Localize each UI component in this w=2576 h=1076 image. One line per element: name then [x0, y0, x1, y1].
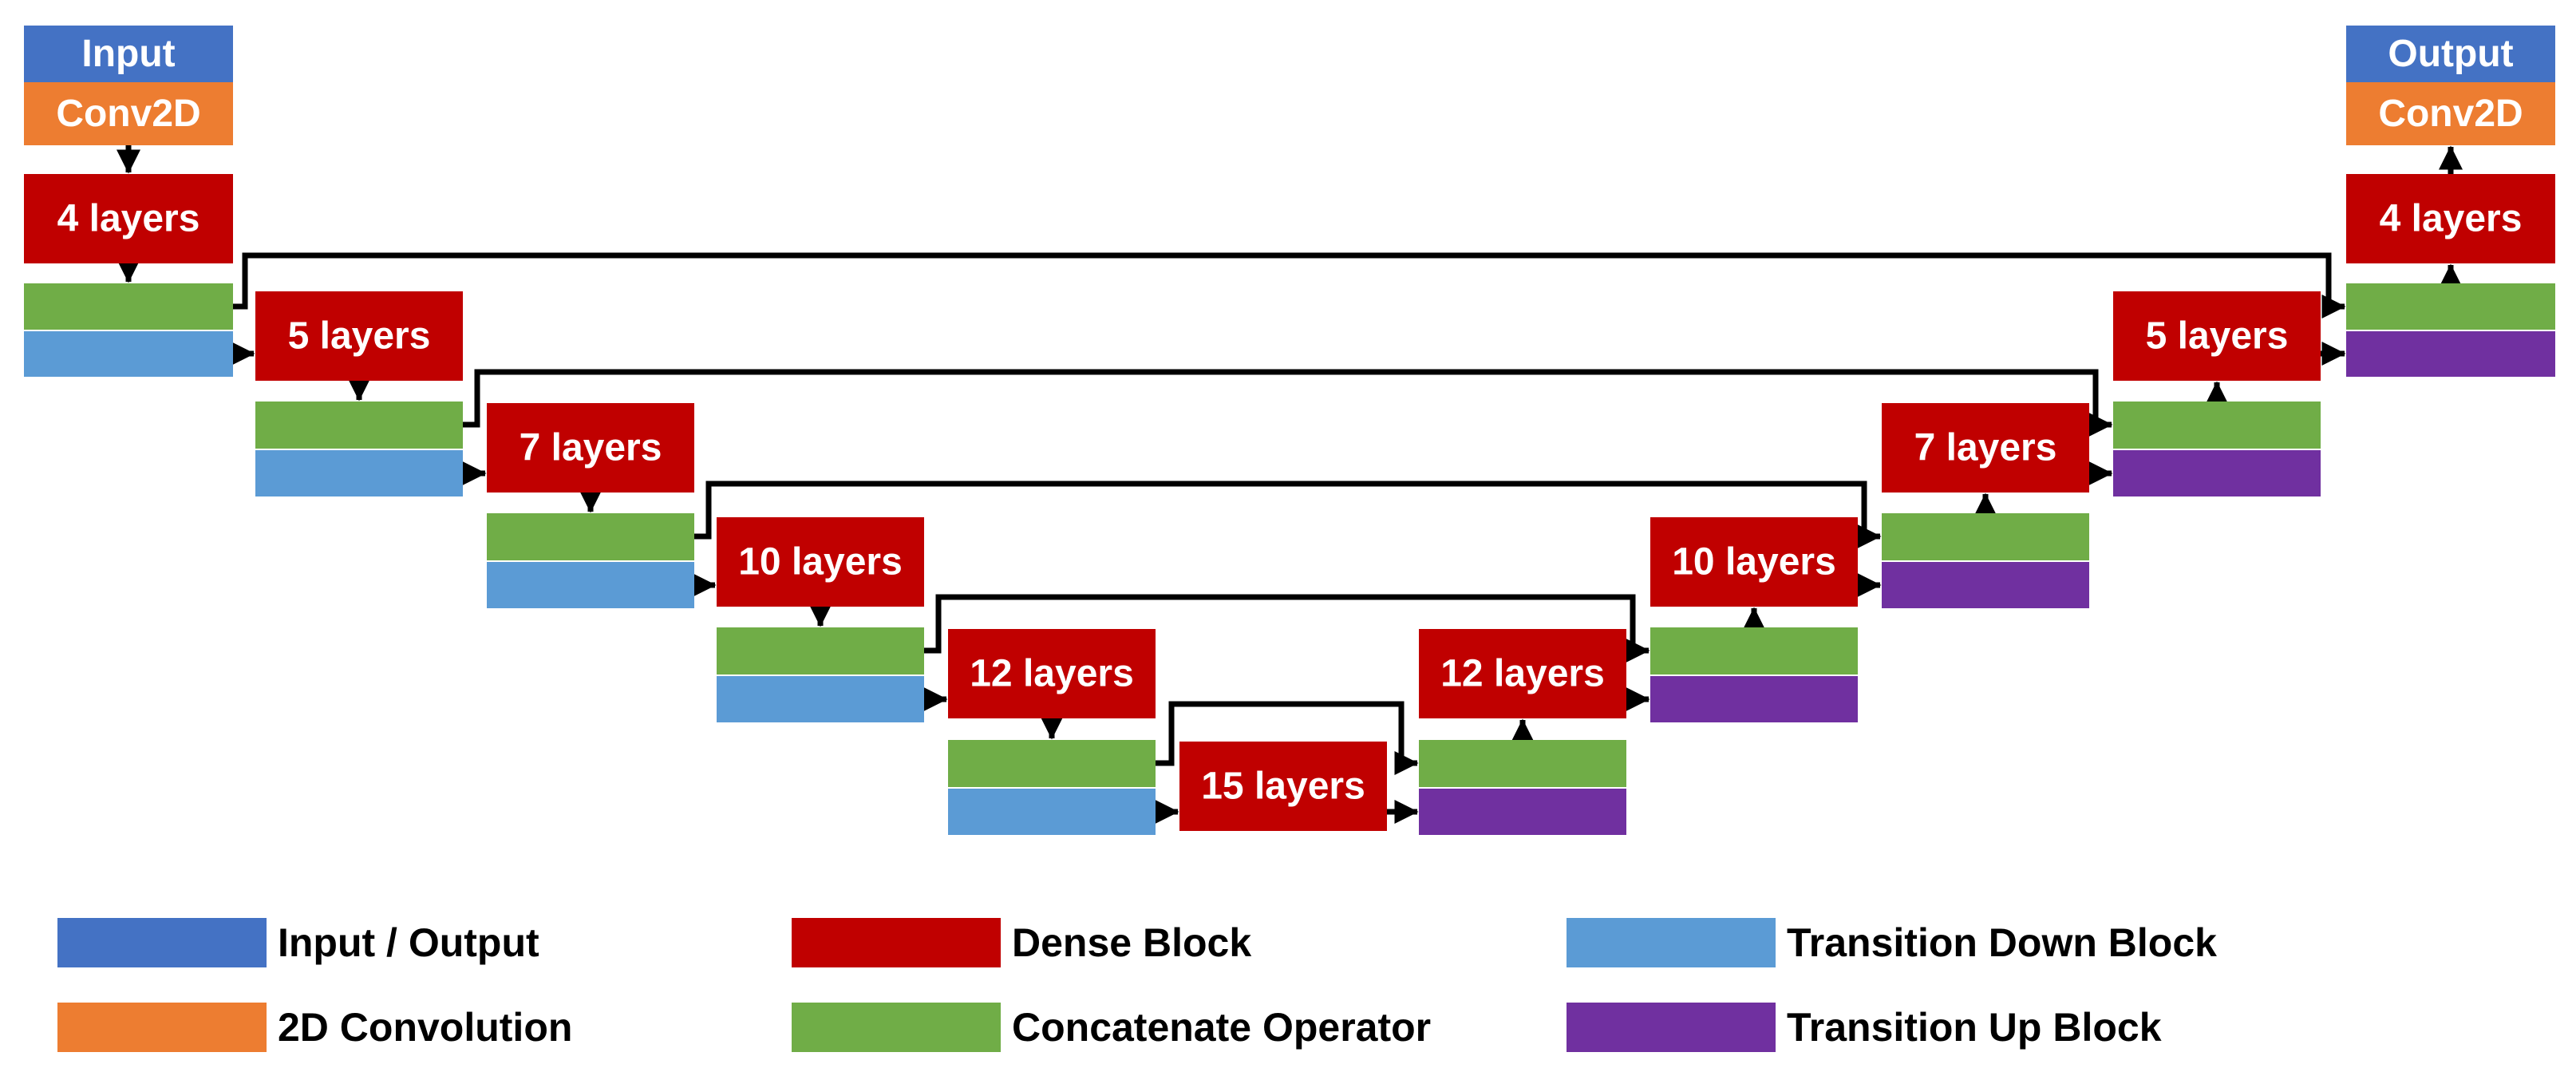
legend-transition-up-swatch — [1567, 1003, 1776, 1052]
concat-right-0 — [2346, 283, 2555, 330]
concat-left-4 — [948, 740, 1156, 787]
transition-down-0 — [24, 331, 233, 377]
legend-transition-down-swatch — [1567, 918, 1776, 967]
concat-right-4 — [1419, 740, 1626, 787]
concat-right-2 — [1882, 513, 2089, 560]
skip-connection-level-2 — [694, 481, 1882, 548]
transition-up-1 — [2113, 450, 2321, 496]
dense-block-left-2 — [487, 403, 694, 493]
dense-block-right-0-label: 4 layers — [2380, 198, 2523, 240]
transition-up-4 — [1419, 789, 1626, 835]
output-block-label: Output — [2388, 33, 2513, 75]
dense-block-left-3 — [717, 517, 924, 607]
skip-connection-level-4 — [1156, 701, 1419, 775]
transition-down-1 — [255, 450, 463, 496]
transition-down-2 — [487, 562, 694, 608]
concat-left-0 — [24, 283, 233, 330]
dense-block-left-2-label: 7 layers — [520, 427, 662, 469]
legend-2d-convolution-swatch — [57, 1003, 267, 1052]
concat-left-2 — [487, 513, 694, 560]
skip-connection-level-1 — [463, 369, 2113, 437]
output-block — [2346, 26, 2555, 82]
dense-block-right-3-label: 10 layers — [1672, 541, 1836, 583]
concat-right-3 — [1650, 627, 1858, 674]
legend-concatenate-label: Concatenate Operator — [1012, 1005, 1431, 1050]
dense-block-right-2 — [1882, 403, 2089, 493]
conv2d-right — [2346, 82, 2555, 145]
legend-2d-convolution-label: 2D Convolution — [278, 1005, 572, 1050]
dense-block-right-4-label: 12 layers — [1440, 653, 1605, 695]
input-block — [24, 26, 233, 82]
legend-input-output-swatch — [57, 918, 267, 967]
dense-block-bottleneck — [1179, 742, 1387, 831]
legend-dense-block-swatch — [792, 918, 1001, 967]
dense-block-left-3-label: 10 layers — [738, 541, 903, 583]
dense-block-left-4 — [948, 629, 1156, 718]
skip-connection-level-0 — [233, 252, 2346, 318]
skip-connection-level-3 — [924, 594, 1650, 663]
legend: Input / Output 2D Convolution Dense BlockC… — [57, 918, 2217, 1052]
conv2d-left — [24, 82, 233, 145]
legend-dense-block-label: Dense Block — [1012, 920, 1251, 965]
transition-down-3 — [717, 676, 924, 722]
dense-block-right-3 — [1650, 517, 1858, 607]
dense-block-right-0 — [2346, 174, 2555, 263]
concat-left-3 — [717, 627, 924, 674]
dense-block-left-1-label: 5 layers — [288, 315, 431, 358]
legend-input-output-label: Input / Output — [278, 920, 539, 965]
dense-block-bottleneck-label: 15 layers — [1201, 765, 1365, 808]
legend-transition-up-label: Transition Up Block — [1787, 1005, 2162, 1050]
dense-block-right-1 — [2113, 291, 2321, 381]
dense-block-right-4 — [1419, 629, 1626, 718]
concat-left-1 — [255, 402, 463, 449]
legend-transition-down-label: Transition Down Block — [1787, 920, 2217, 965]
transition-up-3 — [1650, 676, 1858, 722]
dense-block-right-1-label: 5 layers — [2146, 315, 2289, 358]
input-block-label: Input — [81, 33, 175, 75]
conv2d-left-label: Conv2D — [56, 93, 200, 135]
dense-block-right-2-label: 7 layers — [1914, 427, 2057, 469]
dense-block-left-1 — [255, 291, 463, 381]
conv2d-right-label: Conv2D — [2378, 93, 2523, 135]
dense-block-left-4-label: 12 layers — [970, 653, 1134, 695]
transition-down-4 — [948, 789, 1156, 835]
transition-up-0 — [2346, 331, 2555, 377]
dense-block-left-0-label: 4 layers — [57, 198, 200, 240]
dense-block-left-0 — [24, 174, 233, 263]
legend-concatenate-swatch — [792, 1003, 1001, 1052]
concat-right-1 — [2113, 402, 2321, 449]
transition-up-2 — [1882, 562, 2089, 608]
